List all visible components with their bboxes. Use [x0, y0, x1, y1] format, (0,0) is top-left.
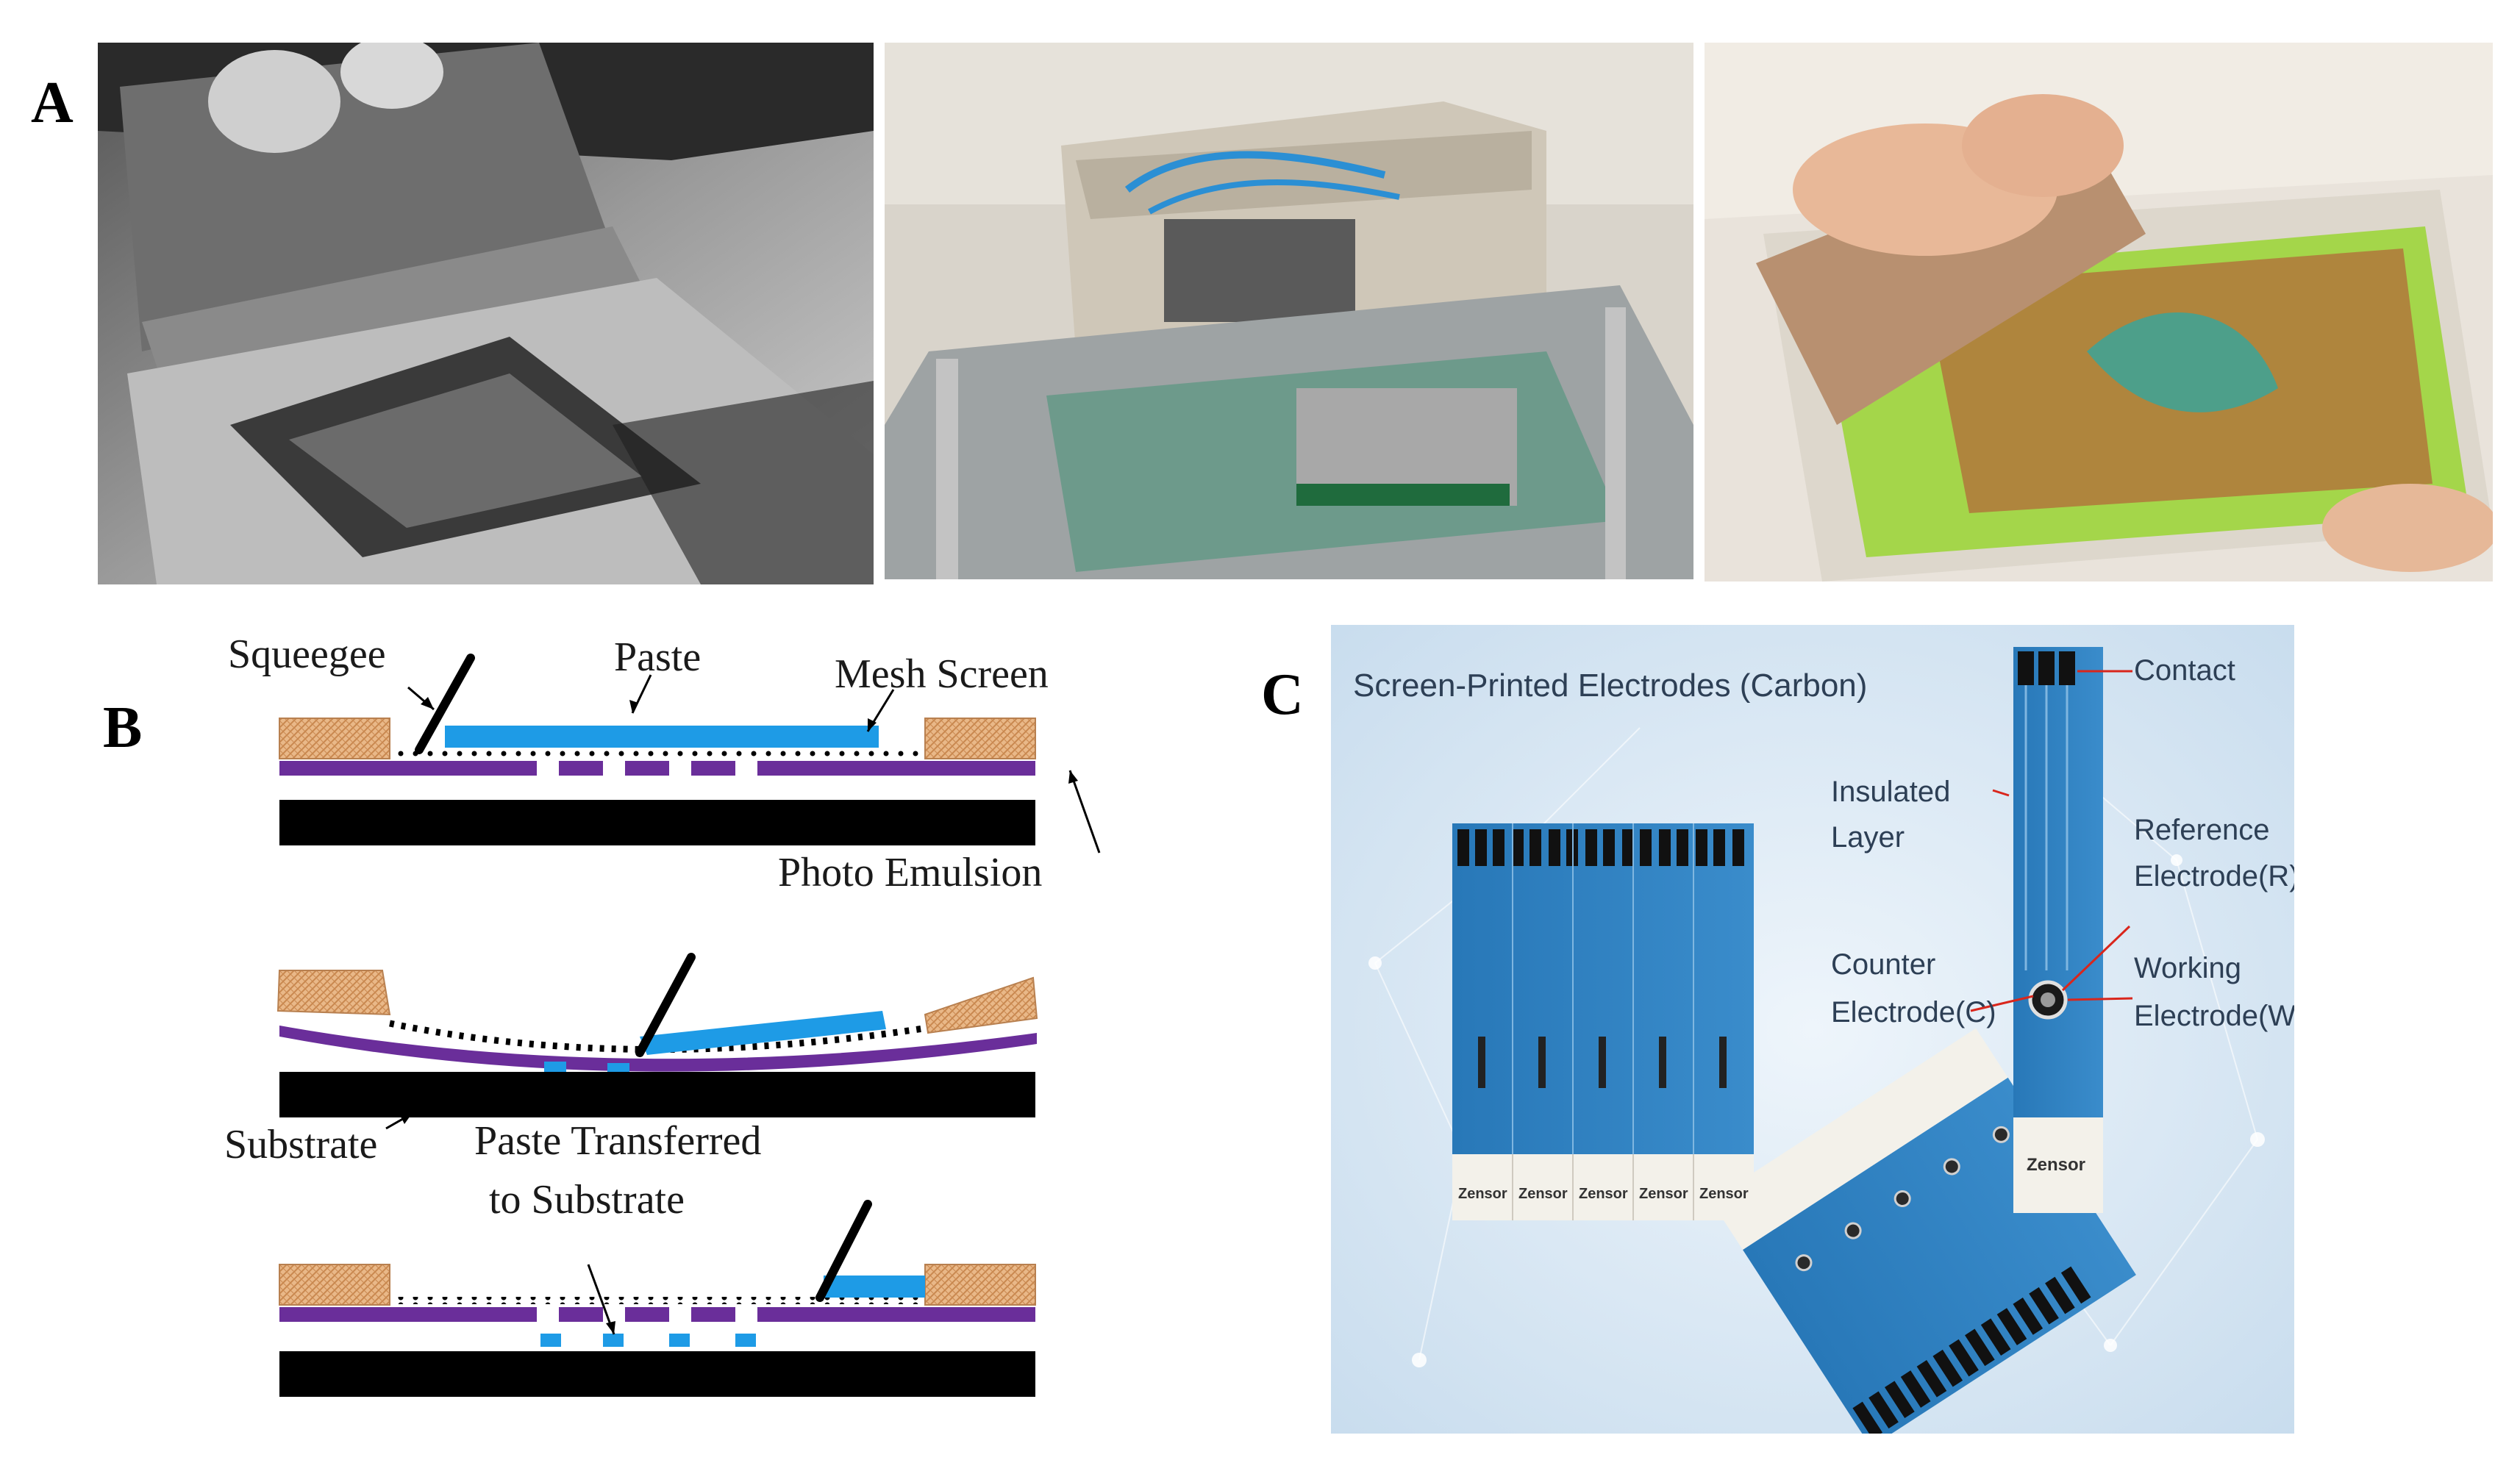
photo-colour-screen-print — [1705, 43, 2493, 582]
screen-printing-process-diagram: Squeegee Paste Mesh Screen Photo Emulsio… — [224, 632, 1101, 1397]
brand-card-4: Zensor — [1639, 1186, 1688, 1202]
label-insulated-2: Layer — [1831, 821, 1905, 854]
panel-letter-b: B — [103, 695, 143, 760]
panel-letter-c: C — [1261, 662, 1304, 727]
paste-layer — [640, 1011, 886, 1055]
leader-arrowheads — [401, 697, 1078, 1334]
card-dividers — [1512, 823, 1694, 1154]
transferred-paste — [544, 1062, 629, 1073]
label-insulated-1: Insulated — [1831, 776, 1950, 808]
label-reference-2: Electrode(R) — [2134, 860, 2294, 892]
brand-card-5: Zensor — [1699, 1186, 1749, 1202]
red-leaders — [1970, 670, 2133, 1012]
electrode-card-array — [1452, 823, 1754, 1220]
frame-right — [924, 976, 1038, 1034]
frame-left — [279, 1264, 390, 1306]
label-substrate: Substrate — [224, 1122, 377, 1167]
card-electrode-marks — [1478, 1037, 1727, 1088]
label-reference-1: Reference — [2134, 814, 2270, 846]
label-paste: Paste — [614, 634, 701, 680]
label-contact: Contact — [2134, 654, 2235, 687]
frame-left — [279, 718, 390, 759]
substrate-block — [279, 1072, 1035, 1117]
panel-letter-a: A — [31, 71, 74, 135]
label-working-2: Electrode(W) — [2134, 1000, 2294, 1032]
brand-strip: Zensor — [2027, 1155, 2085, 1175]
photo-manual-screen-print-bw — [98, 43, 874, 584]
paste-layer — [824, 1276, 925, 1298]
screen-printed-electrodes-panel: Zensor Zensor Zensor Zensor Zensor Zenso… — [1331, 625, 2294, 1434]
label-squeegee: Squeegee — [228, 632, 386, 677]
substrate-block — [279, 1351, 1035, 1397]
photo-screen-printing-machine — [885, 43, 1693, 579]
single-electrode-strip: Zensor — [2013, 647, 2103, 1213]
stage-3-after-print — [279, 1200, 1036, 1397]
photo-emulsion-layer — [279, 1026, 1037, 1072]
mesh-screen — [389, 1020, 929, 1053]
frame-left — [276, 970, 391, 1016]
frame-right — [924, 718, 1036, 759]
stage-2-printing — [276, 953, 1038, 1117]
paste-layer — [445, 726, 879, 748]
label-paste-transferred-1: Paste Transferred — [474, 1118, 761, 1164]
label-counter-1: Counter — [1831, 948, 1935, 981]
photo-emulsion-layer — [279, 761, 1035, 776]
brand-card-1: Zensor — [1458, 1186, 1507, 1202]
substrate-block — [279, 800, 1035, 845]
label-mesh-screen: Mesh Screen — [835, 651, 1049, 697]
frame-right — [924, 1264, 1036, 1306]
label-paste-transferred-2: to Substrate — [489, 1177, 685, 1223]
squeegee — [635, 953, 696, 1057]
squeegee — [415, 654, 475, 754]
mesh-screen — [390, 1297, 925, 1304]
photo-emulsion-layer — [279, 1307, 1035, 1322]
brand-card-3: Zensor — [1579, 1186, 1628, 1202]
electrodes-illustration: Zensor Zensor Zensor Zensor Zensor Zenso… — [1331, 625, 2294, 1434]
panel-c-title: Screen-Printed Electrodes (Carbon) — [1353, 668, 1867, 704]
label-photo-emulsion: Photo Emulsion — [778, 850, 1042, 895]
squeegee — [815, 1200, 872, 1302]
brand-card-2: Zensor — [1518, 1186, 1568, 1202]
label-working-1: Working — [2134, 952, 2241, 984]
stage-1-before-print — [279, 654, 1036, 845]
label-counter-2: Electrode(C) — [1831, 996, 1996, 1028]
mesh-screen — [390, 750, 925, 757]
transferred-paste — [540, 1334, 756, 1347]
card-contacts — [1457, 829, 1744, 866]
